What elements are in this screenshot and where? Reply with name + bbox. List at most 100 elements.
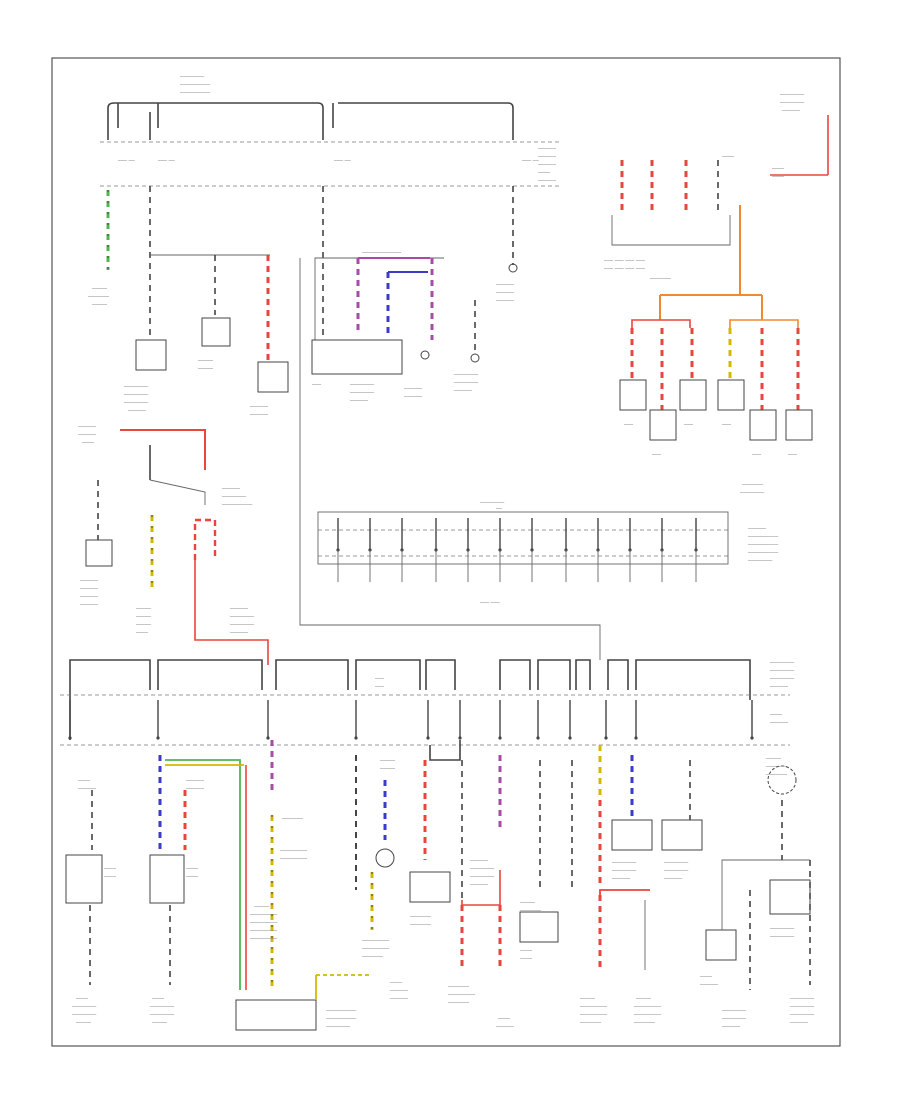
svg-text:────────: ──────── xyxy=(779,100,805,106)
svg-text:──────: ────── xyxy=(403,386,423,392)
svg-text:──────: ────── xyxy=(185,778,205,784)
svg-text:────────: ──────── xyxy=(349,390,375,396)
svg-text:────────: ──────── xyxy=(789,1004,815,1010)
middle-left-relay-circuit: ────── ────── ──── ────── ──────── ─────… xyxy=(77,424,269,665)
svg-text:──────: ────── xyxy=(77,432,97,438)
svg-text:─────: ───── xyxy=(379,758,396,764)
svg-text:──────────: ────────── xyxy=(179,82,211,88)
svg-text:─────────────: ───────────── xyxy=(361,250,402,256)
svg-text:──────: ────── xyxy=(495,282,515,288)
fuse-terminal xyxy=(536,736,540,740)
svg-text:─────: ───── xyxy=(635,996,652,1002)
svg-text:────────: ──────── xyxy=(789,1012,815,1018)
svg-text:───────: ─────── xyxy=(361,954,384,960)
svg-text:──────────: ────────── xyxy=(747,534,779,540)
svg-text:─── ─── ─── ───: ─── ─── ─── ─── xyxy=(603,258,646,264)
svg-text:──────: ────── xyxy=(495,1024,515,1030)
svg-text:──────: ────── xyxy=(77,424,97,430)
svg-text:─────: ───── xyxy=(91,286,108,292)
svg-text:─────: ───── xyxy=(765,756,782,762)
svg-text:────: ──── xyxy=(771,166,785,172)
svg-text:──────: ────── xyxy=(611,876,631,882)
svg-text:─── ──: ─── ── xyxy=(157,158,176,164)
svg-text:──────: ────── xyxy=(249,404,269,410)
svg-text:──────────: ────────── xyxy=(325,1008,357,1014)
svg-text:───: ─── xyxy=(751,452,762,458)
fuse-terminal xyxy=(68,736,72,740)
svg-text:──────: ────── xyxy=(349,398,369,404)
svg-text:──────: ────── xyxy=(79,594,99,600)
svg-text:────────: ──────── xyxy=(663,860,689,866)
fuse-terminal xyxy=(266,736,270,740)
svg-text:─────: ───── xyxy=(135,622,152,628)
fuse-terminal xyxy=(426,736,430,740)
svg-text:──────────: ────────── xyxy=(325,1016,357,1022)
svg-text:──────: ────── xyxy=(185,786,205,792)
fuse-terminal xyxy=(568,736,572,740)
svg-text:────────: ──────── xyxy=(721,1016,747,1022)
svg-text:────────: ──────── xyxy=(469,866,495,872)
svg-text:───────: ─────── xyxy=(765,764,788,770)
svg-text:──────: ────── xyxy=(495,290,515,296)
left-upper-branch: ──────── ──────── ──────── ────── ───── … xyxy=(123,186,289,418)
svg-text:──────: ────── xyxy=(537,178,557,184)
svg-text:────: ──── xyxy=(81,440,95,446)
svg-text:─────────: ───────── xyxy=(361,946,390,952)
svg-text:────────: ──────── xyxy=(721,1008,747,1014)
svg-text:────────: ──────── xyxy=(611,860,637,866)
svg-text:──────: ────── xyxy=(781,108,801,114)
top-right-circuit: ──────── ──────── ────── ──── ──── ──── … xyxy=(603,92,829,496)
svg-text:───: ─── xyxy=(623,422,634,428)
svg-text:─────────: ───────── xyxy=(249,912,278,918)
svg-text:───────: ─────── xyxy=(409,914,432,920)
svg-text:─────: ───── xyxy=(197,358,214,364)
svg-text:────: ──── xyxy=(103,866,117,872)
svg-text:─── ─── ─── ───: ─── ─── ─── ─── xyxy=(603,266,646,272)
svg-text:────: ──── xyxy=(135,630,149,636)
fuse-terminal xyxy=(604,736,608,740)
svg-text:────────: ──────── xyxy=(123,392,149,398)
svg-text:─────: ───── xyxy=(151,1020,168,1026)
svg-text:──────: ────── xyxy=(769,720,789,726)
svg-text:───: ─── xyxy=(374,676,385,682)
svg-text:──────: ────── xyxy=(389,988,409,994)
lower-branch-circuits: ──── ────── ──── ──── ──── ──────── ────… xyxy=(65,740,815,1031)
fuse-terminal xyxy=(498,736,502,740)
svg-text:─────────: ───────── xyxy=(633,1012,662,1018)
svg-text:──────: ────── xyxy=(537,162,557,168)
svg-text:───────: ─────── xyxy=(765,772,788,778)
svg-text:────────: ──────── xyxy=(229,614,255,620)
fuse-terminal xyxy=(750,736,754,740)
svg-text:─── ──: ─── ── xyxy=(333,158,352,164)
svg-text:────────: ──────── xyxy=(349,382,375,388)
fuse-terminal xyxy=(156,736,160,740)
svg-text:─────────: ───────── xyxy=(579,1012,608,1018)
svg-text:────────: ──────── xyxy=(123,400,149,406)
svg-text:────: ──── xyxy=(151,996,165,1002)
svg-text:────: ──── xyxy=(769,712,783,718)
svg-text:────────: ──────── xyxy=(229,622,255,628)
svg-text:───────: ─────── xyxy=(579,1020,602,1026)
svg-text:───: ─── xyxy=(721,422,732,428)
svg-text:──────────: ────────── xyxy=(179,90,211,96)
svg-text:─────: ───── xyxy=(579,996,596,1002)
svg-text:────────: ──────── xyxy=(149,1004,175,1010)
svg-text:─────: ───── xyxy=(197,366,214,372)
svg-text:─────────: ───────── xyxy=(249,928,278,934)
svg-text:──────: ────── xyxy=(403,394,423,400)
svg-text:──────: ────── xyxy=(79,586,99,592)
svg-text:───: ─── xyxy=(787,452,798,458)
svg-text:────────: ──────── xyxy=(747,558,773,564)
svg-text:──────: ────── xyxy=(699,982,719,988)
svg-text:─────────: ───────── xyxy=(633,1004,662,1010)
svg-text:─────: ───── xyxy=(519,900,536,906)
svg-text:───: ─── xyxy=(311,382,322,388)
svg-text:────────: ──────── xyxy=(479,500,505,506)
svg-text:────────: ──────── xyxy=(789,996,815,1002)
svg-text:──────: ────── xyxy=(469,858,489,864)
svg-text:────────: ──────── xyxy=(663,868,689,874)
svg-text:────────: ──────── xyxy=(453,380,479,386)
svg-text:────────: ──────── xyxy=(769,676,795,682)
svg-text:────────: ──────── xyxy=(179,74,205,80)
